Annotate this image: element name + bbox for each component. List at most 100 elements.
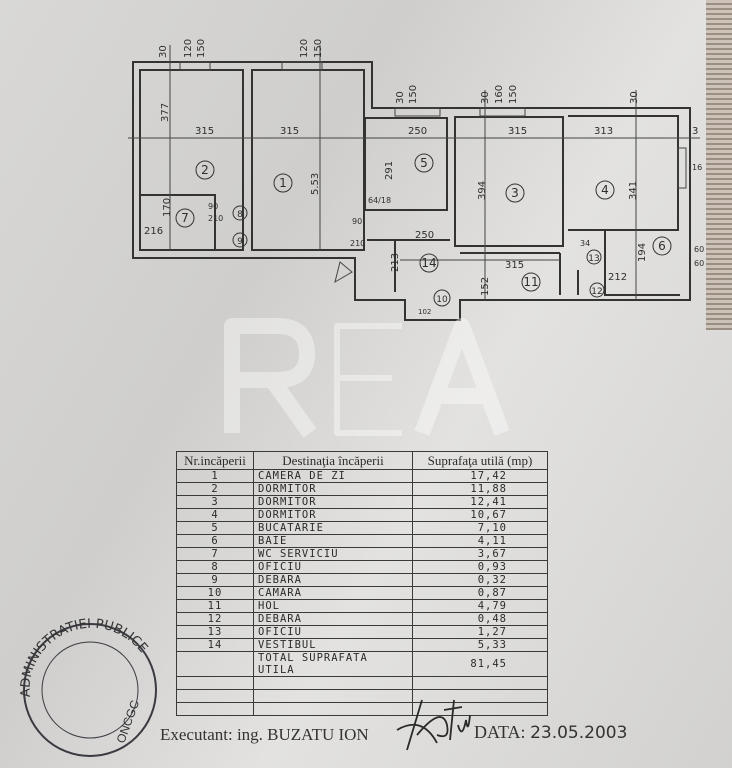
watermark-logo — [224, 318, 510, 438]
room-number-cell — [176, 689, 254, 703]
room-number-cell — [176, 676, 254, 690]
room-destination-cell — [253, 689, 413, 703]
room-area-cell: 12,41 — [412, 495, 548, 509]
room-area-cell — [412, 702, 548, 716]
dimension: 341 — [628, 181, 639, 200]
dimension: 120 — [299, 39, 310, 58]
room-area-cell: 1,27 — [412, 625, 548, 639]
dimension: 216 — [144, 226, 163, 237]
room-area-cell: 7,10 — [412, 521, 548, 535]
column-header: Nr.incăperii — [176, 451, 254, 470]
room-number-cell: 4 — [176, 508, 254, 522]
room-area-cell: 11,88 — [412, 482, 548, 496]
room-area-cell: 0,87 — [412, 586, 548, 600]
table-row — [176, 689, 548, 703]
room-number: 11 — [523, 275, 538, 289]
room-destination-cell: DEBARA — [253, 612, 413, 626]
dimension: 212 — [608, 272, 627, 283]
executant: Executant: ing. BUZATU ION — [160, 725, 369, 745]
room-number-cell: 10 — [176, 586, 254, 600]
signature — [396, 699, 471, 751]
executant-label: Executant: ing. — [160, 725, 263, 744]
dimension: 30 — [395, 91, 406, 104]
dimension: 60 — [694, 259, 704, 268]
room-area-cell: 5,33 — [412, 638, 548, 652]
dimension: 315 — [195, 126, 214, 137]
room-number-cell: 7 — [176, 547, 254, 561]
table-row — [176, 676, 548, 690]
room-number: 7 — [181, 211, 189, 225]
room-destination-cell: CAMERA DE ZI — [253, 469, 413, 483]
outer-wall — [132, 61, 691, 321]
room-number: 12 — [591, 287, 602, 297]
room-number: 10 — [436, 295, 448, 305]
room-area-cell: 4,11 — [412, 534, 548, 548]
room-number-cell — [176, 702, 254, 716]
room-destination-cell: TOTAL SUPRAFATA UTILA — [253, 651, 413, 677]
room-destination-cell: DORMITOR — [253, 482, 413, 496]
dimension: 16 — [692, 163, 702, 172]
dimension: 64/18 — [368, 196, 391, 205]
date: DATA: 23.05.2003 — [474, 722, 627, 743]
room-destination-cell: BAIE — [253, 534, 413, 548]
room-number-cell: 8 — [176, 560, 254, 574]
room-area-cell: 10,67 — [412, 508, 548, 522]
room-number: 9 — [237, 237, 243, 247]
dimension-labels: 30 120 150 120 150 30 150 30 160 150 30 … — [144, 39, 704, 316]
room-destination-cell: BUCATARIE — [253, 521, 413, 535]
dimension: 102 — [418, 308, 431, 316]
room-destination-cell: DORMITOR — [253, 508, 413, 522]
room-area-cell: 0,48 — [412, 612, 548, 626]
dimension: 150 — [313, 39, 324, 58]
room-number-cell: 1 — [176, 469, 254, 483]
stamp-bottom: ONCGC — [114, 698, 143, 745]
room-destination-cell: OFICIU — [253, 560, 413, 574]
room-number: 5 — [420, 156, 428, 170]
inner-wall — [604, 230, 680, 296]
dimension: 250 — [415, 230, 434, 241]
dimension: 30 — [480, 91, 491, 104]
svg-text:ADMINISTRATIEI PUBLICE: ADMINISTRATIEI PUBLICE — [18, 617, 150, 698]
room-destination-cell — [253, 702, 413, 716]
stamp-text: ADMINISTRATIEI PUBLICE — [18, 617, 150, 698]
dimension: 213 — [390, 253, 401, 272]
inner-wall — [139, 69, 244, 251]
dimension: 150 — [408, 85, 419, 104]
dimension: 210 — [208, 214, 223, 223]
dimension: 315 — [505, 260, 524, 271]
column-header: Suprafaţa utilă (mp) — [412, 451, 548, 470]
room-area-cell: 4,79 — [412, 599, 548, 613]
room-number-cell: 12 — [176, 612, 254, 626]
room-area-cell: 0,32 — [412, 573, 548, 587]
date-value: 23.05.2003 — [530, 723, 628, 743]
inner-wall — [364, 117, 448, 211]
dimension: 34 — [580, 239, 590, 248]
room-number-cell — [176, 651, 254, 677]
dimension: 30 — [158, 45, 169, 58]
inner-wall — [454, 116, 564, 247]
room-number: 4 — [601, 183, 609, 197]
room-area-cell: 81,45 — [412, 651, 548, 677]
room-number: 6 — [658, 239, 666, 253]
dimension: 210 — [350, 239, 365, 248]
dimension: 170 — [162, 198, 173, 217]
dimension: 3 — [692, 126, 698, 137]
dimension: 90 — [352, 217, 362, 226]
room-destination-cell: CAMARA — [253, 586, 413, 600]
room-number: 8 — [237, 210, 243, 220]
room-label — [175, 153, 672, 307]
room-area-cell: 3,67 — [412, 547, 548, 561]
dimension: 377 — [160, 103, 171, 122]
dimension: 150 — [508, 85, 519, 104]
room-numbers: 1 2 3 4 5 6 7 8 9 10 11 12 13 14 — [175, 153, 672, 307]
